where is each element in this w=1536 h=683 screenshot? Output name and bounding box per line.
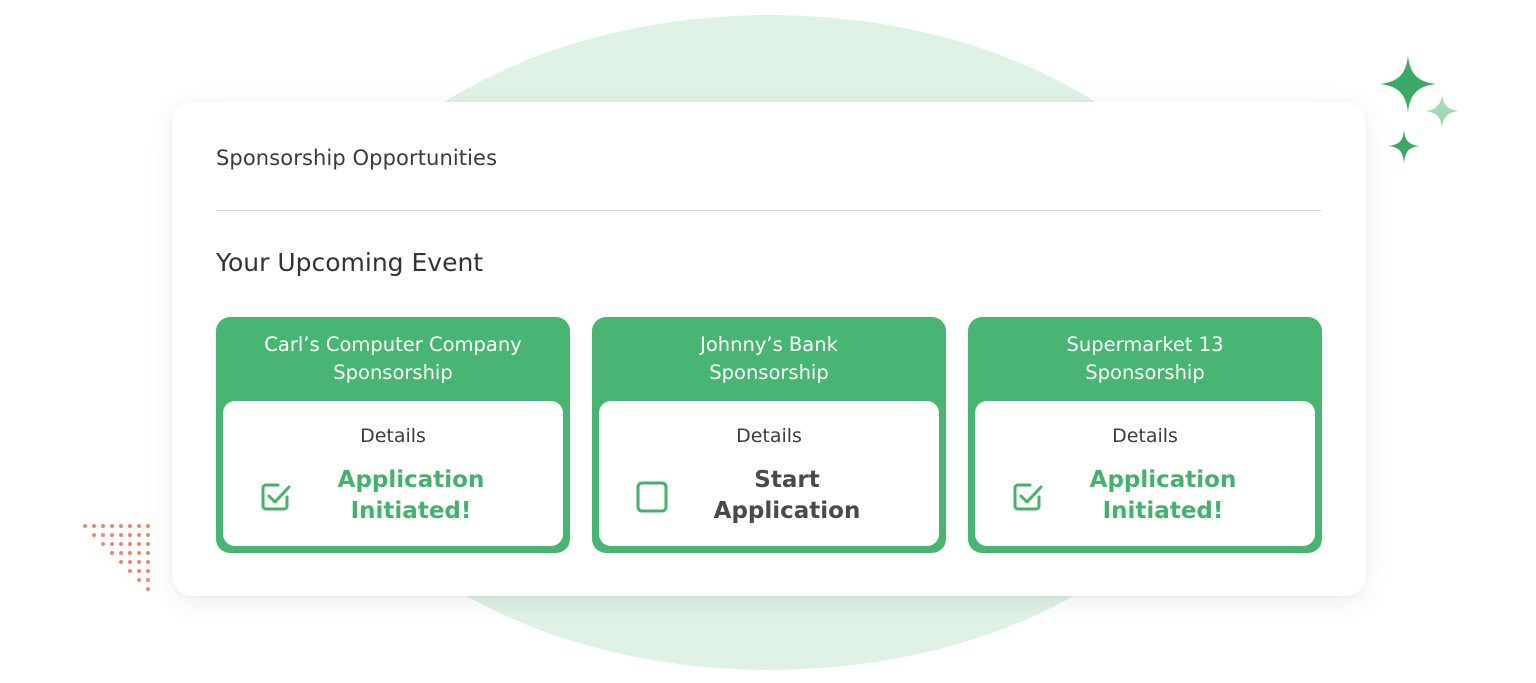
start-application-label: Start Application <box>713 467 861 524</box>
checkbox-empty-icon[interactable] <box>633 477 671 515</box>
details-link[interactable]: Details <box>736 425 802 447</box>
card-title: Supermarket 13 Sponsorship <box>1066 333 1224 384</box>
card-body: Details Application Initiated! <box>223 401 563 546</box>
card-body: Details Application Initiated! <box>975 401 1315 546</box>
decorative-dot-grid <box>83 524 150 591</box>
checkbox-checked-icon[interactable] <box>257 477 295 515</box>
checkbox-checked-icon[interactable] <box>1009 477 1047 515</box>
card-body: Details Start Application <box>599 401 939 546</box>
sparkle-icon <box>1380 56 1459 164</box>
card-title: Johnny’s Bank Sponsorship <box>700 333 838 384</box>
application-status[interactable]: Application Initiated! <box>975 465 1315 527</box>
panel-title: Sponsorship Opportunities <box>216 146 498 170</box>
application-status-label: Application Initiated! <box>337 467 485 524</box>
sponsorship-card-johnnys-bank[interactable]: Johnny’s Bank Sponsorship Details Start … <box>592 317 946 553</box>
start-application-button[interactable]: Start Application <box>599 465 939 527</box>
sponsorship-card-supermarket-13[interactable]: Supermarket 13 Sponsorship Details Appli… <box>968 317 1322 553</box>
details-link[interactable]: Details <box>360 425 426 447</box>
sponsorship-panel: Sponsorship Opportunities Your Upcoming … <box>172 102 1366 596</box>
section-title: Your Upcoming Event <box>216 248 484 277</box>
divider <box>216 210 1322 211</box>
sponsorship-card-carls-computer-company[interactable]: Carl’s Computer Company Sponsorship Deta… <box>216 317 570 553</box>
details-link[interactable]: Details <box>1112 425 1178 447</box>
application-status-label: Application Initiated! <box>1089 467 1237 524</box>
application-status[interactable]: Application Initiated! <box>223 465 563 527</box>
card-title: Carl’s Computer Company Sponsorship <box>264 333 522 384</box>
